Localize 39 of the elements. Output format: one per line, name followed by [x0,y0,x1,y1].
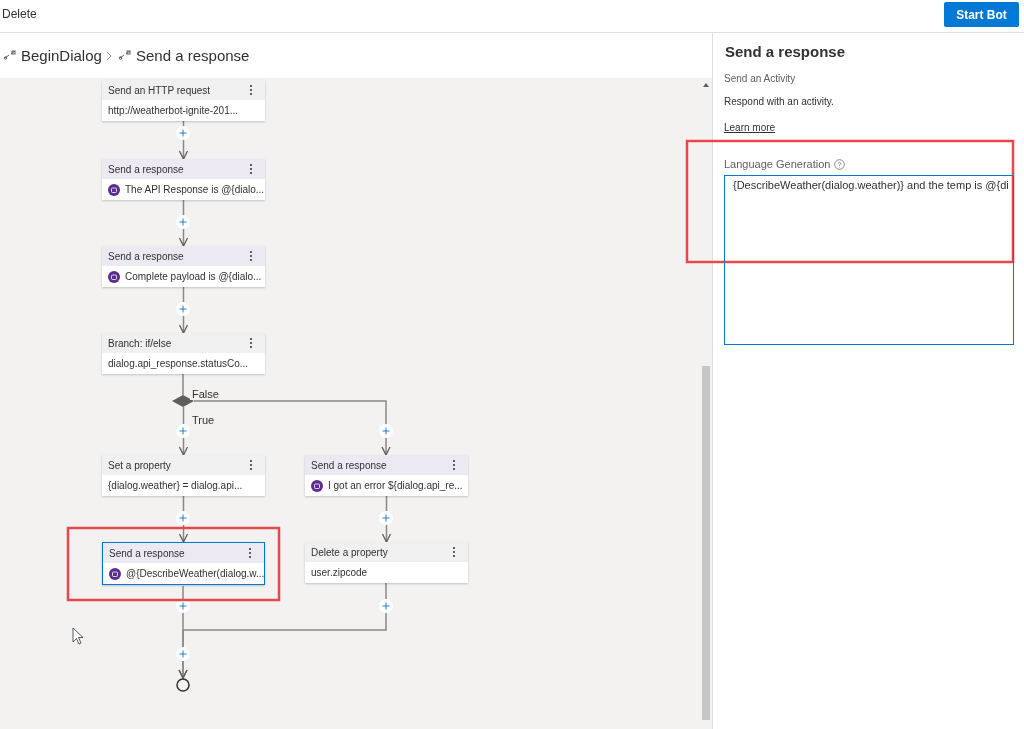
panel-subtitle: Send an Activity [724,73,796,84]
action-card [305,542,468,583]
edge-label: True [190,414,217,426]
connector [178,582,387,679]
connector [182,373,184,396]
card-title: Send a response [311,459,387,471]
field-label: Language Generation [724,158,831,170]
delete-command: Delete [2,7,37,21]
action-card [102,80,265,121]
breadcrumb-link: BeginDialog [21,47,102,64]
breadcrumb-link: Send a response [136,47,250,64]
card-title: Delete a property [311,546,388,558]
action-card [102,333,265,374]
card-title: Send a response [109,547,185,559]
card-title: Send a response [108,163,184,175]
start-bot-button: Start Bot [944,2,1019,27]
card-text: The API Response is @{dialo... [125,184,265,195]
panel-title: Send a response [725,43,846,60]
action-card [305,455,468,496]
action-card [102,455,265,496]
card-text: {dialog.weather} = dialog.api... [108,480,243,491]
edge-label: False [190,388,221,400]
card-text: I got an error ${dialog.api_re... [328,480,463,491]
card-text: http://weatherbot-ignite-201... [108,105,239,116]
text-editor: {DescribeWeather(dialog.weather)} and the temp is @{di [724,175,1014,345]
learn-more-link: Learn more [724,122,776,133]
connector [193,400,391,456]
panel-description: Respond with an activity. [724,96,834,107]
card-text: @{DescribeWeather(dialog.w... [126,568,265,579]
card-text: dialog.api_response.statusCo... [108,358,249,369]
card-title: Branch: if/else [108,337,172,349]
card-text: user.zipcode [311,567,368,578]
action-card [102,542,265,585]
card-title: Set a property [108,459,171,471]
card-title: Send a response [108,250,184,262]
action-card [102,246,265,287]
card-title: Send an HTTP request [108,84,211,96]
card-text: Complete payload is @{dialo... [125,271,262,282]
action-card [102,159,265,200]
